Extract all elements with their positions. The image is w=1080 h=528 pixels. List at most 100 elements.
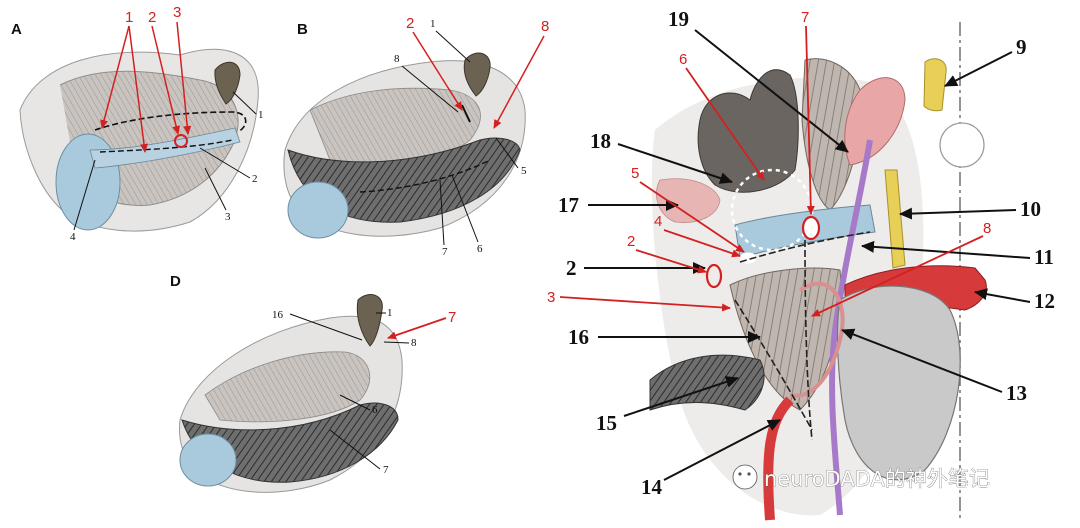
label-main-red-2: 2 — [627, 233, 635, 250]
arrow-main-11 — [861, 240, 1031, 259]
arrow-a-red-1b — [128, 25, 148, 153]
arrow-main-red-2 — [635, 249, 707, 274]
red-oval-2 — [705, 263, 723, 289]
label-b-5: 5 — [521, 165, 527, 177]
label-main-10: 10 — [1020, 197, 1041, 221]
label-b-1: 1 — [430, 18, 436, 30]
leader-d-7 — [329, 429, 381, 470]
pink-vessel-top — [844, 77, 906, 166]
arrow-a-red-1a — [100, 25, 130, 129]
label-main-red-3: 3 — [547, 289, 555, 306]
panel-letter-b: B — [297, 21, 308, 38]
arrow-b-red-2 — [412, 31, 463, 111]
cistern-d — [179, 433, 237, 487]
label-main-16: 16 — [568, 325, 589, 349]
label-b-7: 7 — [442, 246, 448, 258]
dashed-line-main-3 — [734, 299, 813, 431]
watermark-text: neuroDADA的神外笔记 — [764, 467, 990, 491]
leader-a-2 — [199, 147, 251, 179]
panel-d: D 7 16 1 8 6 7 — [170, 273, 456, 493]
leader-b-7 — [439, 179, 445, 246]
arrow-a-red-3 — [176, 21, 192, 135]
leader-a-1 — [232, 91, 257, 115]
frontal-lobe-stump — [697, 69, 799, 193]
label-main-red-5: 5 — [631, 165, 639, 182]
leader-d-6 — [339, 394, 371, 411]
panel-b: B 2 8 1 8 5 7 6 — [283, 15, 549, 258]
leader-d-8 — [383, 341, 410, 344]
dashed-line-b — [359, 159, 491, 193]
arrow-a-red-2 — [151, 25, 181, 135]
label-d-8: 8 — [411, 337, 417, 349]
arrow-main-red-3 — [559, 296, 731, 312]
arrow-main-14 — [663, 419, 781, 481]
leader-b-8 — [401, 65, 459, 113]
label-d-6: 6 — [372, 404, 378, 416]
dashed-line-main-1 — [739, 231, 871, 263]
label-b-red-2: 2 — [406, 15, 414, 32]
arrow-main-red-5 — [639, 181, 745, 253]
optic-stump-d — [356, 294, 383, 347]
panel-a: A 1 2 3 1 2 3 4 — [11, 4, 264, 243]
arrow-main-red-7 — [805, 25, 815, 215]
yellow-nerve — [884, 169, 906, 269]
label-b-8: 8 — [394, 53, 400, 65]
label-main-15: 15 — [596, 411, 617, 435]
arrow-main-9 — [944, 51, 1013, 87]
dashed-line-a — [94, 111, 247, 133]
label-d-16: 16 — [272, 309, 284, 321]
leader-b-6 — [451, 174, 479, 243]
panel-letter-a: A — [11, 21, 22, 38]
arrow-main-12 — [974, 288, 1031, 303]
label-main-red-4: 4 — [654, 213, 662, 230]
red-circle-a — [174, 134, 188, 148]
label-a-red-1: 1 — [125, 9, 133, 26]
panel-main: 19 9 18 17 10 2 11 12 16 13 15 14 7 6 5 … — [547, 7, 1055, 521]
label-main-18: 18 — [590, 129, 611, 153]
label-a-4: 4 — [70, 231, 76, 243]
label-main-2: 2 — [566, 256, 577, 280]
arrow-main-red-4 — [663, 229, 741, 258]
label-main-11: 11 — [1034, 245, 1054, 269]
fissure-b — [461, 104, 471, 123]
arrow-main-red-6 — [685, 67, 765, 181]
label-d-red-7: 7 — [448, 309, 456, 326]
leader-b-1 — [435, 30, 471, 63]
label-a-2: 2 — [252, 173, 258, 185]
leader-d-16 — [289, 313, 363, 341]
dark-fibrous-tissue — [649, 354, 765, 411]
wechat-icon — [732, 464, 758, 490]
wechat-icon-eye-left — [738, 472, 742, 476]
arrow-main-18 — [617, 143, 733, 184]
red-vessel-lower — [763, 396, 794, 521]
globe-circle — [939, 122, 985, 168]
label-a-1: 1 — [258, 109, 264, 121]
cistern-b — [287, 181, 349, 239]
optic-stump-b — [463, 52, 491, 97]
label-a-3: 3 — [225, 211, 231, 223]
arrow-d-red-7 — [387, 317, 447, 340]
watermark: neuroDADA的神外笔记 — [732, 464, 990, 491]
label-main-12: 12 — [1034, 289, 1055, 313]
purple-nerve — [829, 139, 873, 516]
label-a-red-2: 2 — [148, 9, 156, 26]
red-oval-7 — [801, 215, 821, 241]
label-main-14: 14 — [641, 475, 663, 499]
arrow-main-13 — [841, 328, 1003, 393]
wechat-icon-eye-right — [747, 472, 751, 476]
label-a-red-3: 3 — [173, 4, 181, 21]
arrow-main-15 — [623, 376, 739, 417]
label-main-17: 17 — [558, 193, 579, 217]
label-main-19: 19 — [668, 7, 689, 31]
dashed-line-a2 — [99, 139, 233, 153]
arrow-main-red-8 — [811, 235, 984, 317]
panel-letter-d: D — [170, 273, 181, 290]
yellow-structure-top — [923, 58, 947, 112]
leader-b-5 — [495, 137, 519, 169]
arrow-b-red-8 — [493, 35, 545, 129]
arrow-main-19 — [694, 29, 849, 153]
label-main-red-6: 6 — [679, 51, 687, 68]
label-d-7: 7 — [383, 464, 389, 476]
